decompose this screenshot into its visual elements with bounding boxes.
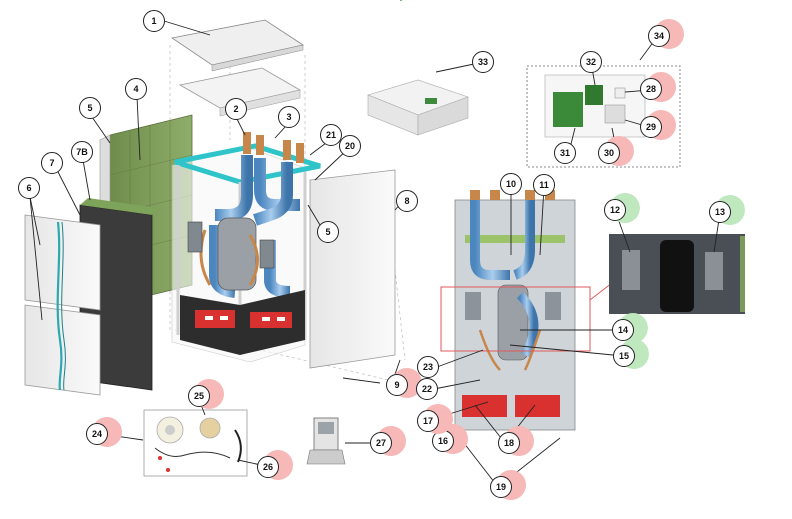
callout-control-fuse: 29 [640,110,676,140]
callout-base-sensor: 17 [417,404,453,434]
callout-control-chip: 32 [580,51,602,73]
callout-control-board: 31 [554,142,576,164]
callout-lower-pipe: 22 [416,378,438,400]
callout-number: 24 [86,423,108,445]
callout-number: 14 [612,319,634,341]
callout-control-box: 33 [472,51,494,73]
callout-feet: 19 [490,470,526,500]
callout-number: 11 [533,174,555,196]
callout-number: 32 [580,51,602,73]
callout-number: 26 [257,456,279,478]
callout-coil-sensor: 25 [188,379,224,409]
callout-number: 27 [370,432,392,454]
callout-number: 2 [225,98,247,120]
callout-number: 23 [417,356,439,378]
callout-number: 29 [640,116,662,138]
callout-sensor: 15 [613,339,649,369]
callout-detail-pump-left: 12 [604,193,640,223]
callout-number: 20 [339,135,361,157]
callout-side-panel-left: 5 [79,97,101,119]
callout-heater-modules: 18 [498,426,534,456]
callout-number: 8 [396,190,418,212]
callout-copper-line: 23 [417,356,439,378]
callout-number: 1 [143,10,165,32]
callout-right-panel: 8 [396,190,418,212]
callout-cable: 26 [257,450,293,480]
front-view [454,190,576,431]
callout-control-terminal: 30 [598,136,634,166]
callout-top-cover: 1 [143,10,165,32]
callout-front-panels: 6 [18,177,40,199]
callout-number: 34 [648,25,670,47]
callout-number: 17 [417,410,439,432]
callout-detail-pump-right: 13 [709,195,745,225]
callout-pipe-elbow: 20 [339,135,361,157]
main-unit [171,132,321,363]
control-box-shape [367,0,469,136]
callout-number: 6 [18,177,40,199]
callout-number: 5 [79,97,101,119]
callout-number: 30 [598,142,620,164]
callout-number: 4 [125,78,147,100]
callout-insulation-panel: 4 [125,78,147,100]
top-cover-shape [170,19,305,72]
callout-number: 19 [490,476,512,498]
callout-number: 31 [554,142,576,164]
callout-number: 13 [709,201,731,223]
callout-number: 5 [317,221,339,243]
callout-number: 22 [416,378,438,400]
callout-number: 33 [472,51,494,73]
callout-valve-a: 10 [500,173,522,195]
callout-control-panel-detail: 34 [648,19,684,49]
callout-control-relay: 28 [640,72,676,102]
callout-inner-lid: 2 [225,98,247,120]
callout-compressor-pipe: 14 [612,313,648,343]
callout-number: 7 [41,152,63,174]
callout-number: 28 [640,78,662,100]
callout-number: 18 [498,432,520,454]
callout-pipe-bend: 21 [320,124,342,146]
callout-acoustic-panel: 7B [71,141,93,163]
callout-side-panel-right: 5 [317,221,339,243]
callout-front-door: 7 [41,152,63,174]
callout-room-controller: 27 [370,426,406,456]
callout-number: 12 [604,199,626,221]
callout-base-screw: 9 [386,368,422,398]
callout-number: 9 [386,374,408,396]
callout-number: 25 [188,385,210,407]
callout-accessory-kit: 24 [86,417,122,447]
callout-pipe-connectors: 3 [278,106,300,128]
callout-number: 21 [320,124,342,146]
callout-number: 10 [500,173,522,195]
callout-number: 7B [71,141,93,163]
callout-number: 15 [613,345,635,367]
callout-valve-b: 11 [533,174,555,196]
callout-number: 3 [278,106,300,128]
